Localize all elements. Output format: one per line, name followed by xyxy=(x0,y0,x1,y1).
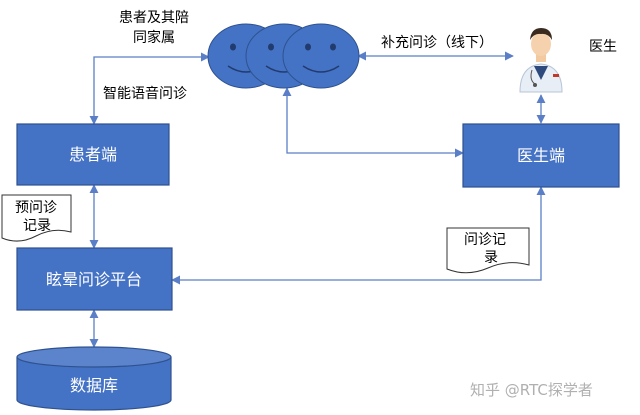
edge-label-smart-voice-consult: 智能语音问诊 xyxy=(103,85,187,102)
edge-label-offline-consult: 补充问诊（线下） xyxy=(381,35,493,51)
pre-consult-record-line1: 预问诊 xyxy=(15,200,57,216)
doctor-end-box: 医生端 xyxy=(462,123,620,188)
consult-record-line2: 录 xyxy=(484,250,498,266)
pre-consult-record-document: 预问诊 记录 xyxy=(1,194,72,242)
doctor-label: 医生 xyxy=(589,39,617,55)
connectors xyxy=(89,51,546,348)
vertigo-platform-label: 眩晕问诊平台 xyxy=(46,270,142,289)
vertigo-platform-box: 眩晕问诊平台 xyxy=(16,247,173,311)
edge-doctor-end-to-platform xyxy=(171,186,546,285)
doctor-icon xyxy=(519,28,563,93)
edge-group-to-doctor-end xyxy=(282,87,464,158)
patient-end-label: 患者端 xyxy=(69,145,117,164)
watermark-text: 知乎 @RTC探学者 xyxy=(470,381,593,399)
smiley-face-icon xyxy=(282,23,360,89)
consult-record-document: 问诊记 录 xyxy=(446,227,530,274)
database-label: 数据库 xyxy=(70,376,118,395)
database-cylinder: 数据库 xyxy=(16,346,172,411)
edge-patient-to-group xyxy=(89,52,210,125)
patient-end-box: 患者端 xyxy=(16,123,170,186)
patient-group-label-line2: 同家属 xyxy=(133,29,175,46)
patient-group-smileys xyxy=(207,23,360,89)
doctor-end-label: 医生端 xyxy=(517,146,565,165)
patient-group-label-line1: 患者及其陪 xyxy=(119,10,189,26)
pre-consult-record-line2: 记录 xyxy=(23,218,51,234)
consult-record-line1: 问诊记 xyxy=(464,232,506,248)
